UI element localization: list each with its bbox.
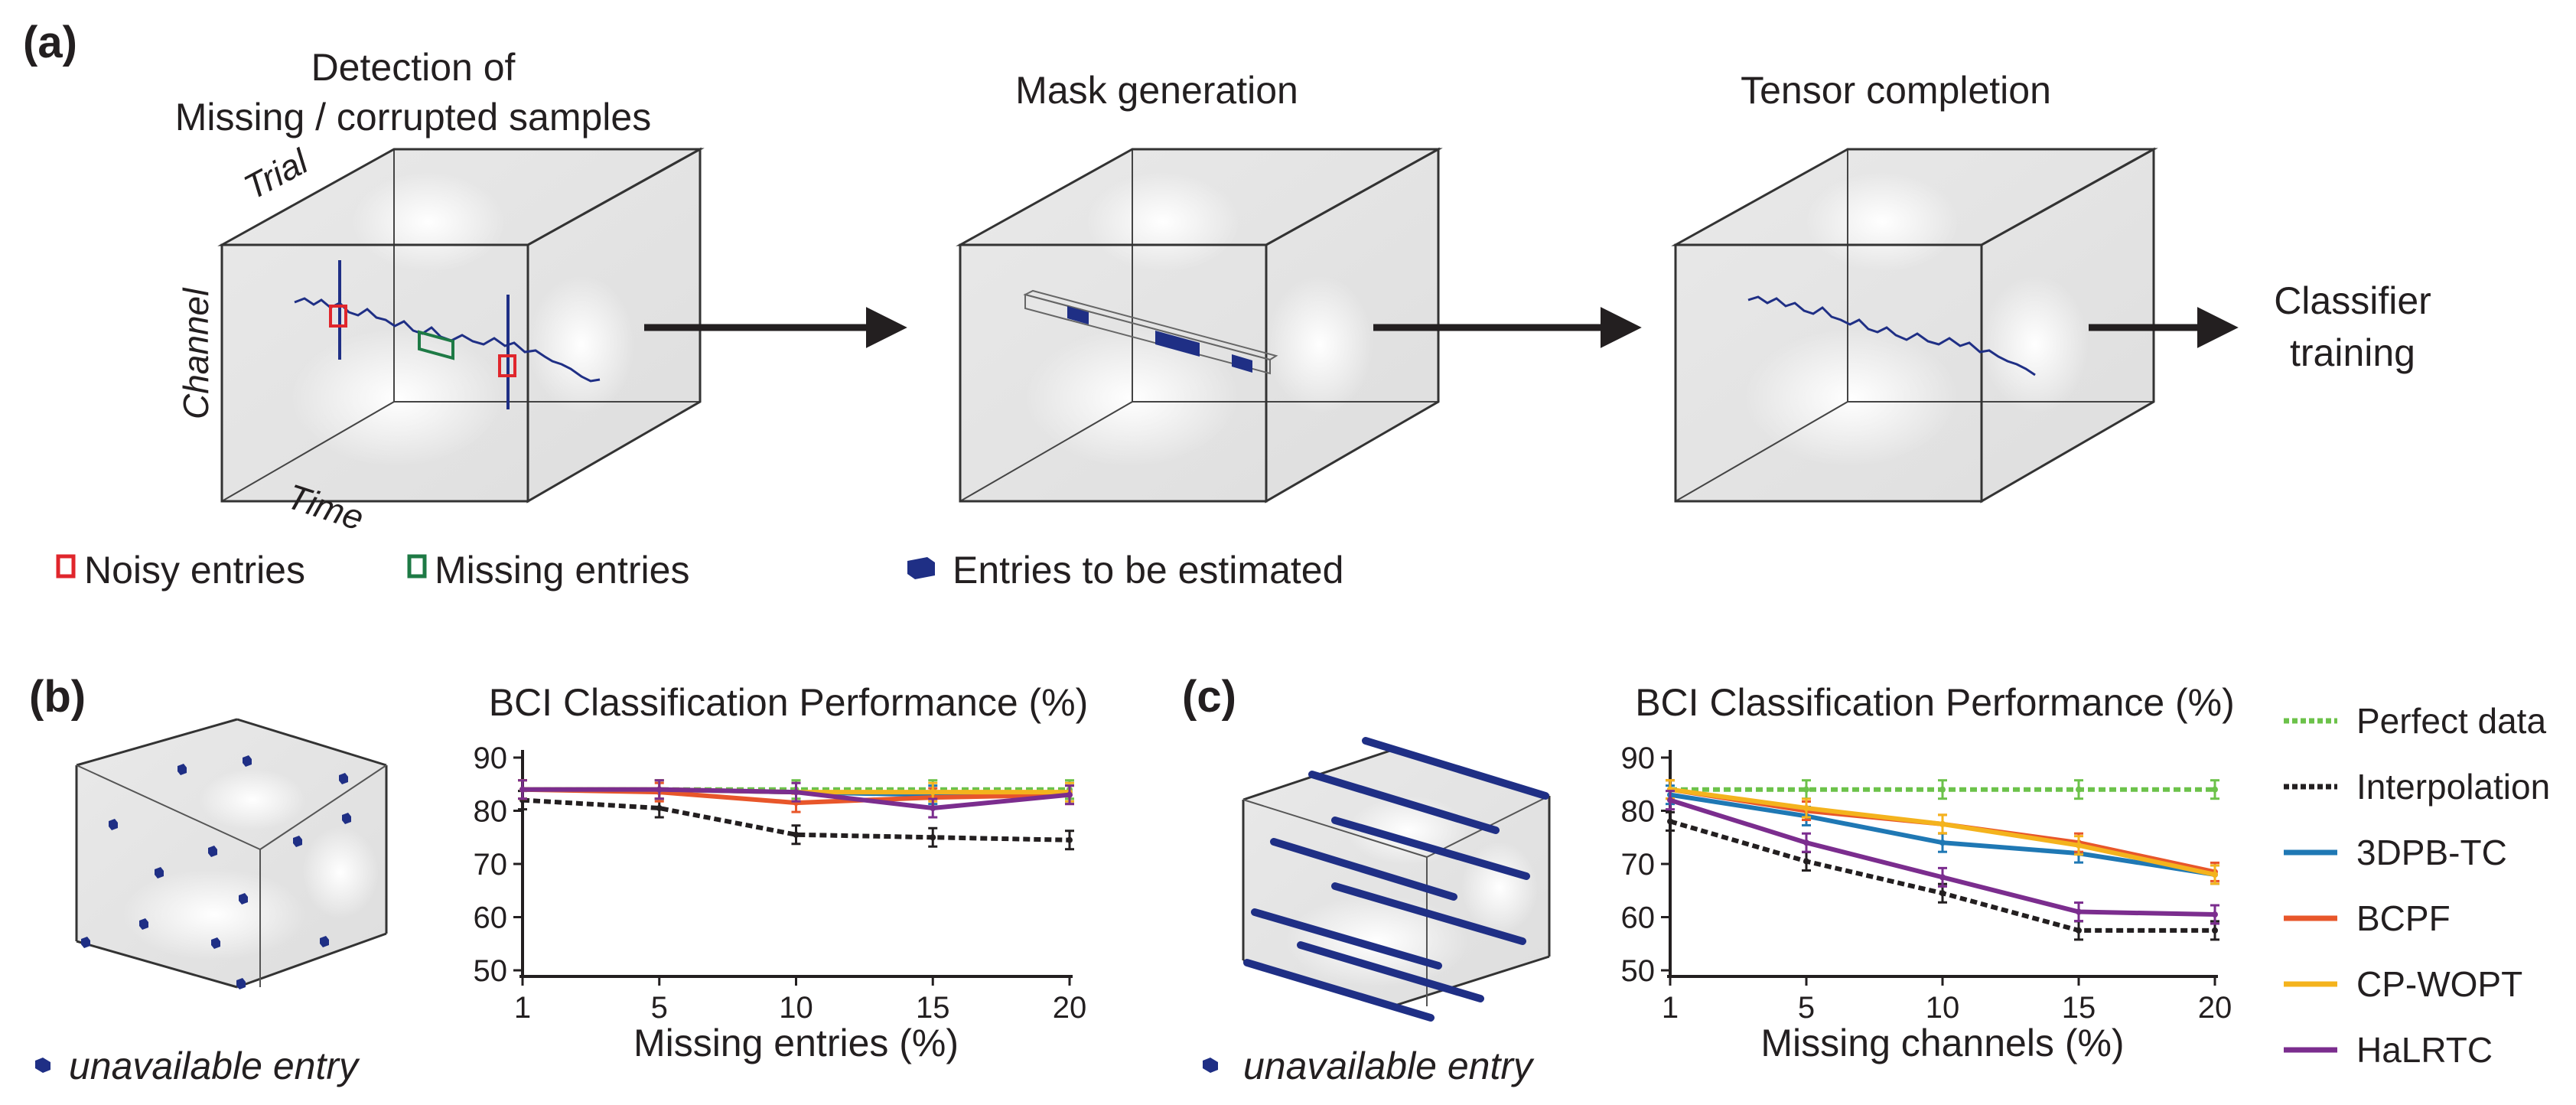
data-point-perfect [1803, 786, 1809, 793]
chart-title: BCI Classification Performance (%) [1635, 681, 2235, 724]
legend-label-cpwopt: CP-WOPT [2356, 964, 2522, 1004]
data-point-interpolation [2212, 927, 2218, 934]
y-tick-label: 50 [1621, 954, 1656, 988]
x-tick-label: 5 [1798, 991, 1815, 1025]
y-tick-label: 90 [1621, 742, 1656, 775]
x-tick-label: 20 [1053, 991, 1087, 1025]
missing-entry-marker [418, 330, 454, 360]
data-point-halrtc [519, 786, 526, 793]
axis-channel-label: Channel [176, 287, 216, 419]
tensor-cube-unavailable-channels [1242, 737, 1551, 1022]
data-point-cpwopt [2212, 871, 2218, 878]
data-point-interpolation [1803, 858, 1809, 865]
noisy-legend-swatch [56, 554, 76, 579]
data-point-interpolation [1667, 818, 1673, 825]
data-point-cpwopt [930, 789, 936, 796]
estimate-legend-swatch [907, 557, 935, 579]
legend-label-bcpf: BCPF [2356, 898, 2451, 938]
legend-missing-entries: Missing entries [435, 549, 689, 592]
data-point-halrtc [1667, 797, 1673, 803]
legend-unavailable-entry-c: unavailable entry [1243, 1045, 1535, 1087]
x-tick-label: 1 [514, 991, 531, 1025]
stage3-title: Tensor completion [1741, 69, 2051, 112]
legend-label-tpb: 3DPB-TC [2356, 833, 2507, 872]
y-tick-label: 80 [1621, 795, 1656, 829]
data-point-interpolation [793, 831, 800, 838]
data-point-perfect [2076, 786, 2082, 793]
data-point-halrtc [656, 786, 663, 793]
series-line-interpolation [522, 797, 1070, 843]
data-point-cpwopt [2076, 842, 2082, 849]
tensor-cube-unavailable-entries [75, 718, 388, 989]
legend-label-perfect: Perfect data [2356, 701, 2546, 741]
x-tick-label: 5 [651, 991, 668, 1025]
unavailable-legend-swatch-b [35, 1058, 50, 1073]
x-tick-label: 20 [2198, 991, 2232, 1025]
legend-unavailable-entry-b: unavailable entry [69, 1045, 360, 1087]
estimate-entry-block [1155, 331, 1200, 357]
x-tick-label: 1 [1662, 991, 1679, 1025]
y-tick-label: 60 [1621, 901, 1656, 935]
stage1-title-line1: Detection of [311, 46, 516, 89]
x-tick-label: 10 [779, 991, 813, 1025]
data-point-halrtc [793, 789, 800, 796]
tensor-cube-detection [217, 147, 705, 504]
missing-legend-swatch [407, 554, 427, 579]
stage4-title-line2: training [2290, 331, 2415, 374]
chart-title: BCI Classification Performance (%) [489, 681, 1089, 724]
data-point-cpwopt [1939, 820, 1946, 827]
data-point-interpolation [2076, 927, 2082, 934]
data-point-halrtc [930, 805, 936, 812]
chart-missing-channels: BCI Classification Performance (%) 50 60 70… [1621, 681, 2235, 1064]
data-point-interpolation [656, 805, 663, 812]
tensor-cube-mask [956, 147, 1443, 504]
x-axis-label: Missing entries (%) [633, 1022, 959, 1064]
panel-label-a: (a) [23, 18, 77, 67]
data-point-interpolation [1939, 890, 1946, 897]
data-point-interpolation [930, 834, 936, 841]
stage1-title-line2: Missing / corrupted samples [175, 96, 651, 139]
axis-trial-label: Trial [237, 141, 315, 207]
data-point-cpwopt [1803, 805, 1809, 812]
y-tick-label: 60 [474, 901, 508, 935]
y-tick-label: 50 [474, 954, 508, 988]
estimate-entry-block [1067, 306, 1089, 324]
data-point-halrtc [1939, 874, 1946, 881]
noisy-entry-marker [498, 354, 516, 377]
estimate-entry-block [1232, 354, 1252, 373]
data-point-halrtc [2212, 911, 2218, 918]
legend-label-halrtc: HaLRTC [2356, 1030, 2493, 1070]
tensor-cube-completion [1671, 147, 2158, 504]
y-tick-label: 70 [1621, 848, 1656, 882]
data-point-perfect [2212, 786, 2218, 793]
x-tick-label: 10 [1926, 991, 1960, 1025]
noisy-entry-marker [329, 305, 347, 328]
y-tick-label: 90 [474, 742, 508, 775]
data-point-interpolation [1067, 836, 1073, 843]
stage2-title: Mask generation [1015, 69, 1298, 112]
x-tick-label: 15 [2062, 991, 2096, 1025]
legend-noisy-entries: Noisy entries [84, 549, 305, 592]
panel-label-c: (c) [1182, 672, 1236, 722]
data-point-perfect [1939, 786, 1946, 793]
data-point-halrtc [2076, 908, 2082, 915]
data-point-tpb [1939, 839, 1946, 846]
data-point-halrtc [1067, 791, 1073, 798]
panel-label-b: (b) [29, 672, 86, 722]
legend-label-interpolation: Interpolation [2356, 767, 2550, 807]
stage4-title-line1: Classifier [2274, 279, 2431, 322]
legend-entries-to-estimate: Entries to be estimated [953, 549, 1343, 592]
x-axis-label: Missing channels (%) [1760, 1022, 2124, 1064]
y-tick-label: 70 [474, 848, 508, 882]
unavailable-legend-swatch-c [1203, 1058, 1218, 1073]
chart-missing-entries: BCI Classification Performance (%) 50 60 70… [474, 681, 1089, 1064]
data-point-halrtc [1803, 839, 1809, 846]
y-tick-label: 80 [474, 795, 508, 829]
x-tick-label: 15 [916, 991, 950, 1025]
